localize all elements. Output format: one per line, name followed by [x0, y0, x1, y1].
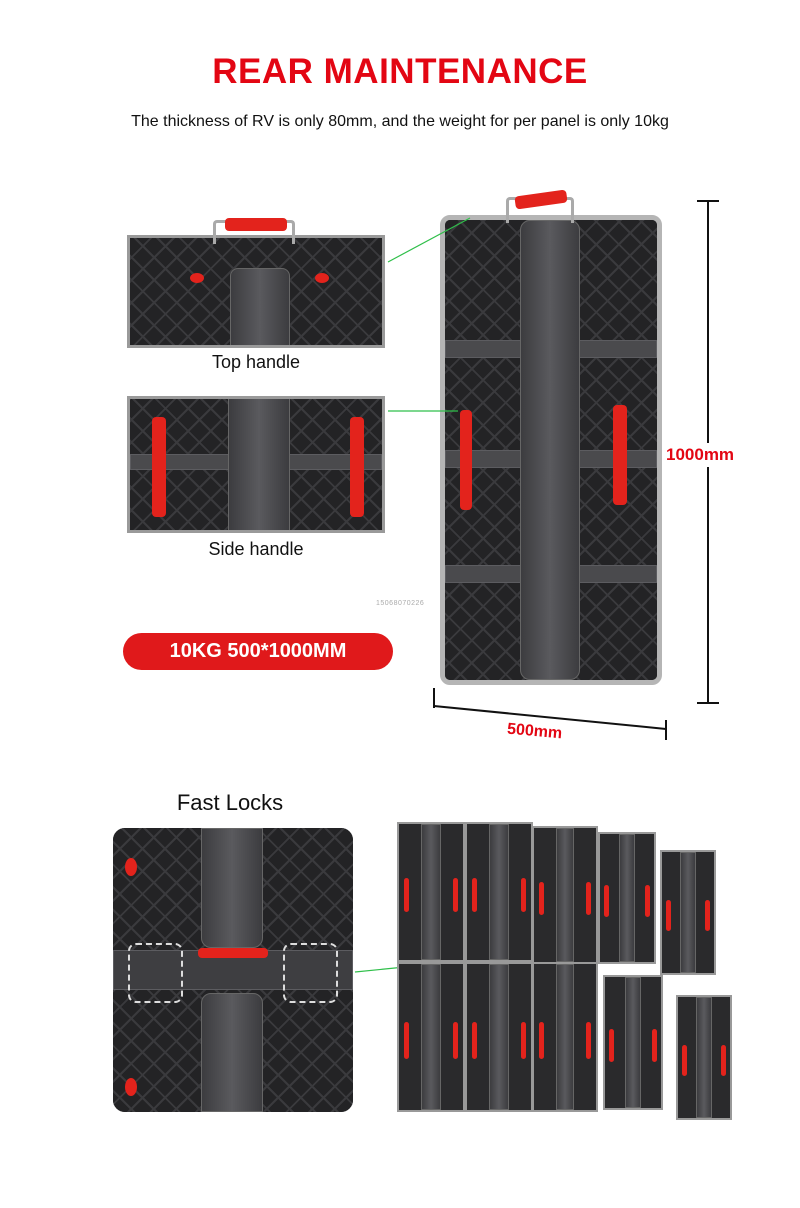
- spec-badge: 10KG 500*1000MM: [123, 633, 393, 670]
- cluster-panel: [532, 962, 598, 1112]
- cluster-panel: [465, 822, 533, 962]
- page-title: REAR MAINTENANCE: [212, 52, 588, 91]
- rear-panel-photo: [440, 215, 662, 685]
- top-handle-grip: [225, 218, 287, 231]
- side-handle-photo: [127, 396, 385, 533]
- top-handle-label: Top handle: [211, 352, 301, 372]
- fast-locks-label: Fast Locks: [176, 790, 284, 815]
- cluster-panel: [603, 975, 663, 1110]
- page-subtitle: The thickness of RV is only 80mm, and th…: [131, 113, 669, 130]
- cluster-panel: [660, 850, 716, 975]
- height-dimension-label: 1000mm: [666, 443, 735, 467]
- cluster-panel: [676, 995, 732, 1120]
- fast-locks-photo: [113, 828, 353, 1112]
- cluster-panel: [397, 962, 465, 1112]
- cluster-panel: [598, 832, 656, 964]
- watermark: 15068070226: [376, 600, 425, 607]
- cluster-panel: [397, 822, 465, 962]
- top-handle-photo: [127, 235, 385, 348]
- cluster-panel: [465, 962, 533, 1112]
- cluster-panel: [532, 826, 598, 964]
- side-handle-label: Side handle: [208, 539, 304, 559]
